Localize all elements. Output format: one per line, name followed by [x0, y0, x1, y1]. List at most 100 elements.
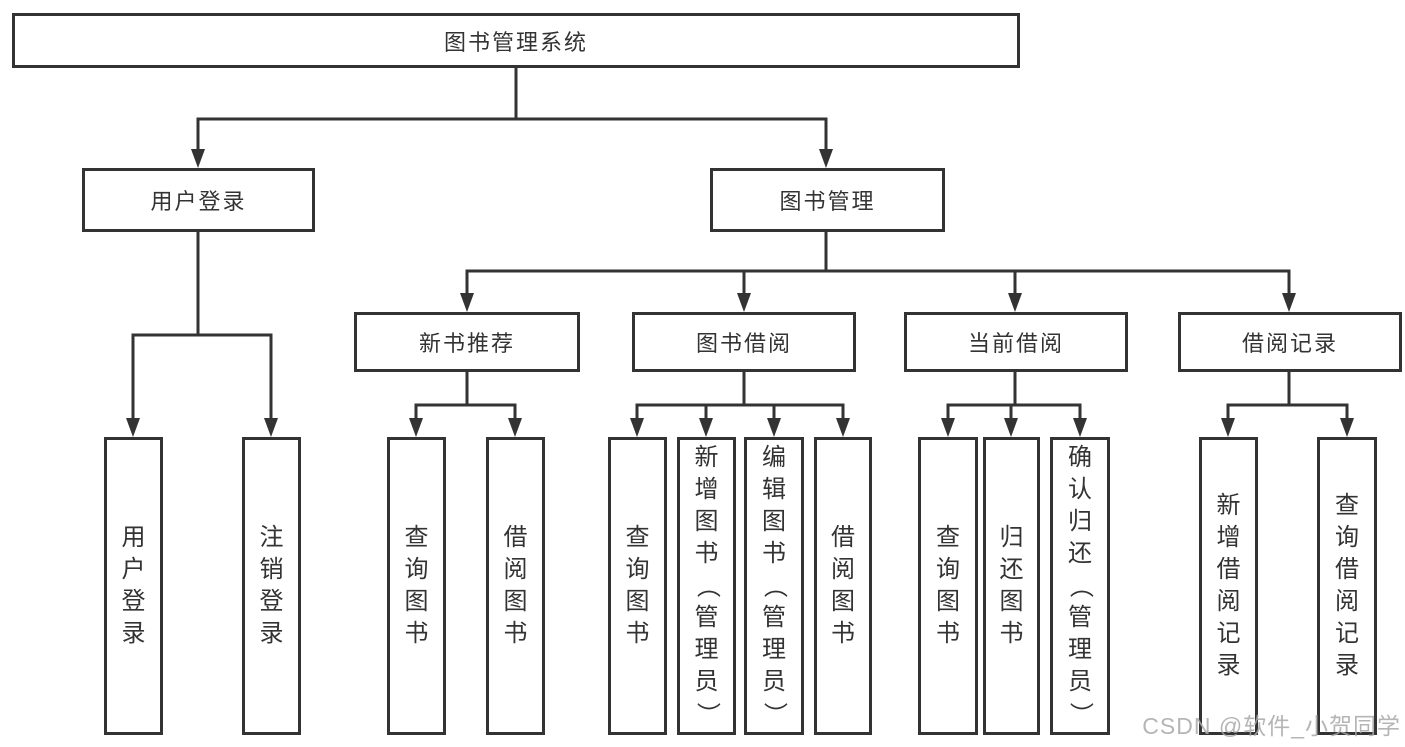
vertical-char: ）	[761, 702, 788, 726]
leaf-bb-borrow-books: 借阅图书	[814, 437, 872, 735]
vertical-char: 书	[762, 540, 786, 567]
node-user-login: 用户登录	[82, 168, 315, 232]
vertical-char: 确	[1068, 444, 1092, 471]
vertical-char: 理	[762, 636, 786, 663]
vertical-char: 增	[694, 476, 719, 503]
node-label: 新书推荐	[418, 331, 515, 356]
vertical-char: 书	[936, 620, 960, 647]
leaf-br-query-record: 查询借阅记录	[1317, 437, 1377, 735]
vertical-char: 图	[936, 588, 960, 615]
leaf-logout: 注销登录	[242, 437, 301, 735]
vertical-char: 图	[404, 588, 429, 615]
vertical-char: 用	[121, 524, 146, 551]
node-borrowing-records: 借阅记录	[1178, 312, 1402, 372]
node-current-borrowing: 当前借阅	[904, 312, 1128, 372]
node-label: 图书管理	[779, 189, 876, 214]
node-label: 新增图书（管理员）	[694, 442, 721, 730]
vertical-char: 辑	[762, 476, 786, 503]
vertical-char: 管	[762, 604, 786, 631]
vertical-char: （	[1067, 574, 1094, 598]
vertical-char: （	[693, 574, 721, 598]
watermark-csdn: CSDN @软件_小贺同学	[1142, 713, 1401, 739]
vertical-char: 图	[503, 588, 528, 615]
node-label: 图书管理系统	[443, 29, 588, 55]
node-new-book-recommendation: 新书推荐	[354, 312, 580, 372]
vertical-char: 户	[121, 556, 146, 583]
vertical-char: 书	[503, 620, 528, 647]
vertical-char: 登	[259, 588, 284, 615]
vertical-char: 图	[831, 588, 855, 615]
leaf-br-add-record: 新增借阅记录	[1199, 437, 1258, 735]
vertical-char: 增	[1216, 524, 1241, 551]
vertical-char: 阅	[503, 556, 528, 583]
vertical-char: 记	[1335, 620, 1359, 647]
vertical-char: 归	[1068, 508, 1092, 535]
vertical-char: 书	[831, 620, 855, 647]
node-label: 查询图书	[626, 522, 650, 650]
leaf-bb-query-books: 查询图书	[608, 437, 667, 735]
vertical-char: 管	[1068, 604, 1092, 631]
node-label: 图书借阅	[695, 331, 792, 356]
vertical-char: 图	[625, 588, 650, 615]
node-label: 借阅记录	[1241, 331, 1338, 356]
vertical-char: 理	[1068, 636, 1092, 663]
node-label: 归还图书	[1000, 522, 1024, 650]
node-label: 确认归还（管理员）	[1067, 442, 1094, 730]
vertical-char: 录	[259, 620, 284, 647]
vertical-char: 归	[999, 524, 1024, 551]
node-library-management-system: 图书管理系统	[12, 13, 1020, 68]
leaf-cb-confirm-return-admin: 确认归还（管理员）	[1050, 437, 1110, 735]
vertical-char: 图	[694, 508, 719, 535]
vertical-char: 员	[694, 668, 719, 695]
vertical-char: 查	[936, 524, 960, 551]
node-label: 查询图书	[405, 522, 429, 650]
vertical-char: 员	[1068, 668, 1092, 695]
node-label: 注销登录	[260, 522, 284, 650]
vertical-char: 新	[1216, 492, 1241, 519]
vertical-char: （	[761, 574, 788, 598]
vertical-char: 销	[259, 556, 284, 583]
leaf-user-login: 用户登录	[104, 437, 163, 735]
vertical-char: 书	[404, 620, 429, 647]
vertical-char: 询	[1335, 524, 1359, 551]
vertical-char: 认	[1068, 476, 1092, 503]
vertical-char: 阅	[831, 556, 855, 583]
vertical-char: 查	[404, 524, 429, 551]
vertical-char: 还	[999, 556, 1024, 583]
node-book-borrowing: 图书借阅	[632, 312, 856, 372]
vertical-char: 注	[259, 524, 284, 551]
vertical-char: 借	[1216, 556, 1241, 583]
node-book-management: 图书管理	[710, 168, 945, 232]
node-label: 用户登录	[122, 522, 146, 650]
vertical-char: 阅	[1335, 588, 1359, 615]
vertical-char: 图	[999, 588, 1024, 615]
vertical-char: 录	[121, 620, 146, 647]
node-label: 当前借阅	[967, 331, 1064, 356]
node-label: 新增借阅记录	[1217, 490, 1241, 682]
vertical-char: 图	[762, 508, 786, 535]
vertical-char: 查	[625, 524, 650, 551]
node-label: 用户登录	[150, 189, 247, 214]
vertical-char: 录	[1335, 652, 1359, 679]
node-label: 借阅图书	[504, 522, 528, 650]
vertical-char: 借	[503, 524, 528, 551]
vertical-char: 员	[762, 668, 786, 695]
vertical-char: 记	[1216, 620, 1241, 647]
vertical-char: 书	[625, 620, 650, 647]
vertical-char: 询	[404, 556, 429, 583]
vertical-char: 理	[694, 636, 719, 663]
vertical-char: 查	[1335, 492, 1359, 519]
node-label: 编辑图书 （ 管理员 ）	[761, 442, 788, 730]
vertical-char: 借	[1335, 556, 1359, 583]
vertical-char: 登	[121, 588, 146, 615]
vertical-char: 阅	[1216, 588, 1241, 615]
vertical-char: 录	[1216, 652, 1241, 679]
node-label: 借阅图书	[831, 522, 855, 650]
vertical-char: 编	[762, 444, 786, 471]
vertical-char: 询	[625, 556, 650, 583]
vertical-char: 询	[936, 556, 960, 583]
leaf-bb-edit-books-admin: 编辑图书 （ 管理员 ）	[744, 437, 804, 735]
vertical-char: ）	[693, 702, 721, 726]
